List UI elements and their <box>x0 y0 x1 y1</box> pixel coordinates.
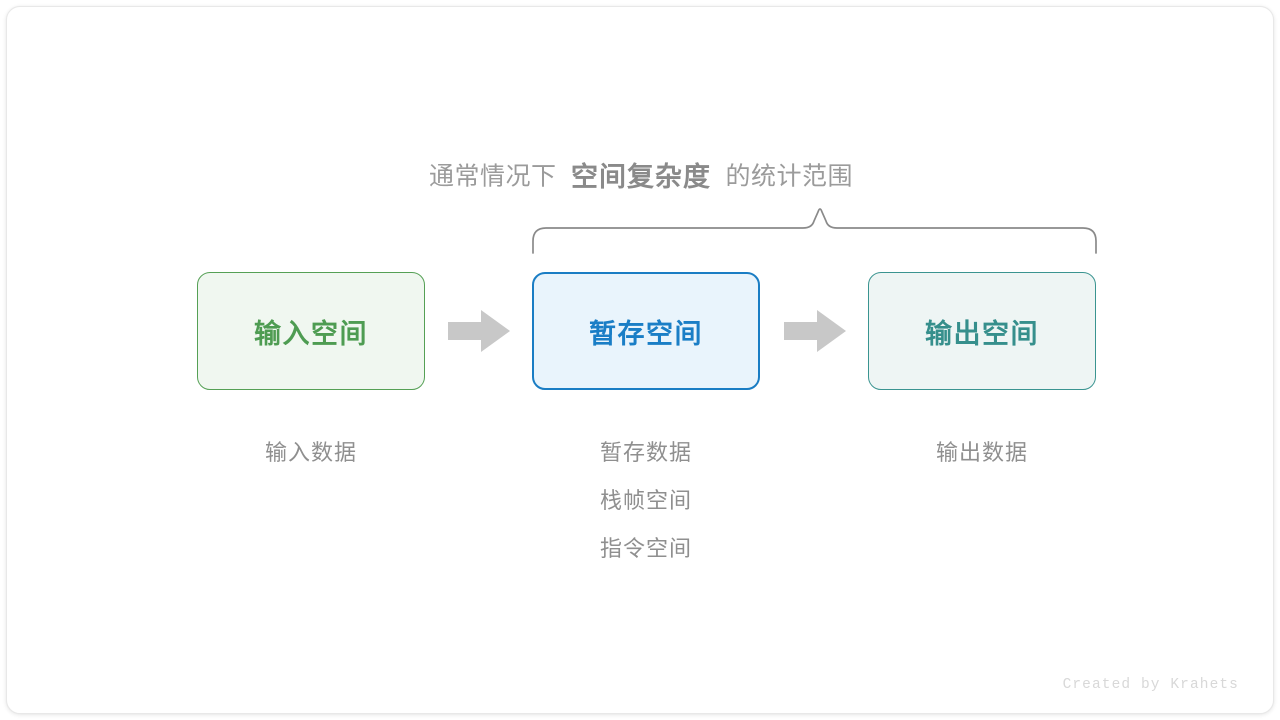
right-arrow-icon <box>448 310 510 352</box>
temp-space-box[interactable]: 暂存空间 <box>532 272 760 390</box>
temp-space-captions: 暂存数据 栈帧空间 指令空间 <box>532 429 760 573</box>
temp-space-box-label: 暂存空间 <box>589 318 703 349</box>
output-space-box-label: 输出空间 <box>925 318 1039 349</box>
output-space-box[interactable]: 输出空间 <box>868 272 1096 390</box>
input-space-captions: 输入数据 <box>197 429 425 477</box>
output-space-captions: 输出数据 <box>868 429 1096 477</box>
input-space-box-label: 输入空间 <box>254 318 368 349</box>
curly-brace-icon <box>522 203 1107 259</box>
caption-item: 输出数据 <box>935 440 1028 465</box>
right-arrow-icon <box>784 310 846 352</box>
caption-item: 指令空间 <box>599 536 692 561</box>
caption-item: 暂存数据 <box>599 440 692 465</box>
page-title: 通常情况下 空间复杂度 的统计范围 <box>7 155 1273 194</box>
page-title-prefix: 通常情况下 <box>429 162 557 191</box>
slide-canvas: 通常情况下 空间复杂度 的统计范围 输入空间 暂存空间 输出空间 输入数据 暂存… <box>6 6 1274 714</box>
caption-item: 输入数据 <box>264 440 357 465</box>
page-title-suffix: 的统计范围 <box>725 162 853 191</box>
watermark-credit: Created by Krahets <box>1062 677 1239 693</box>
input-space-box[interactable]: 输入空间 <box>197 272 425 390</box>
caption-item: 栈帧空间 <box>599 488 692 513</box>
page-title-emphasis: 空间复杂度 <box>571 162 711 192</box>
